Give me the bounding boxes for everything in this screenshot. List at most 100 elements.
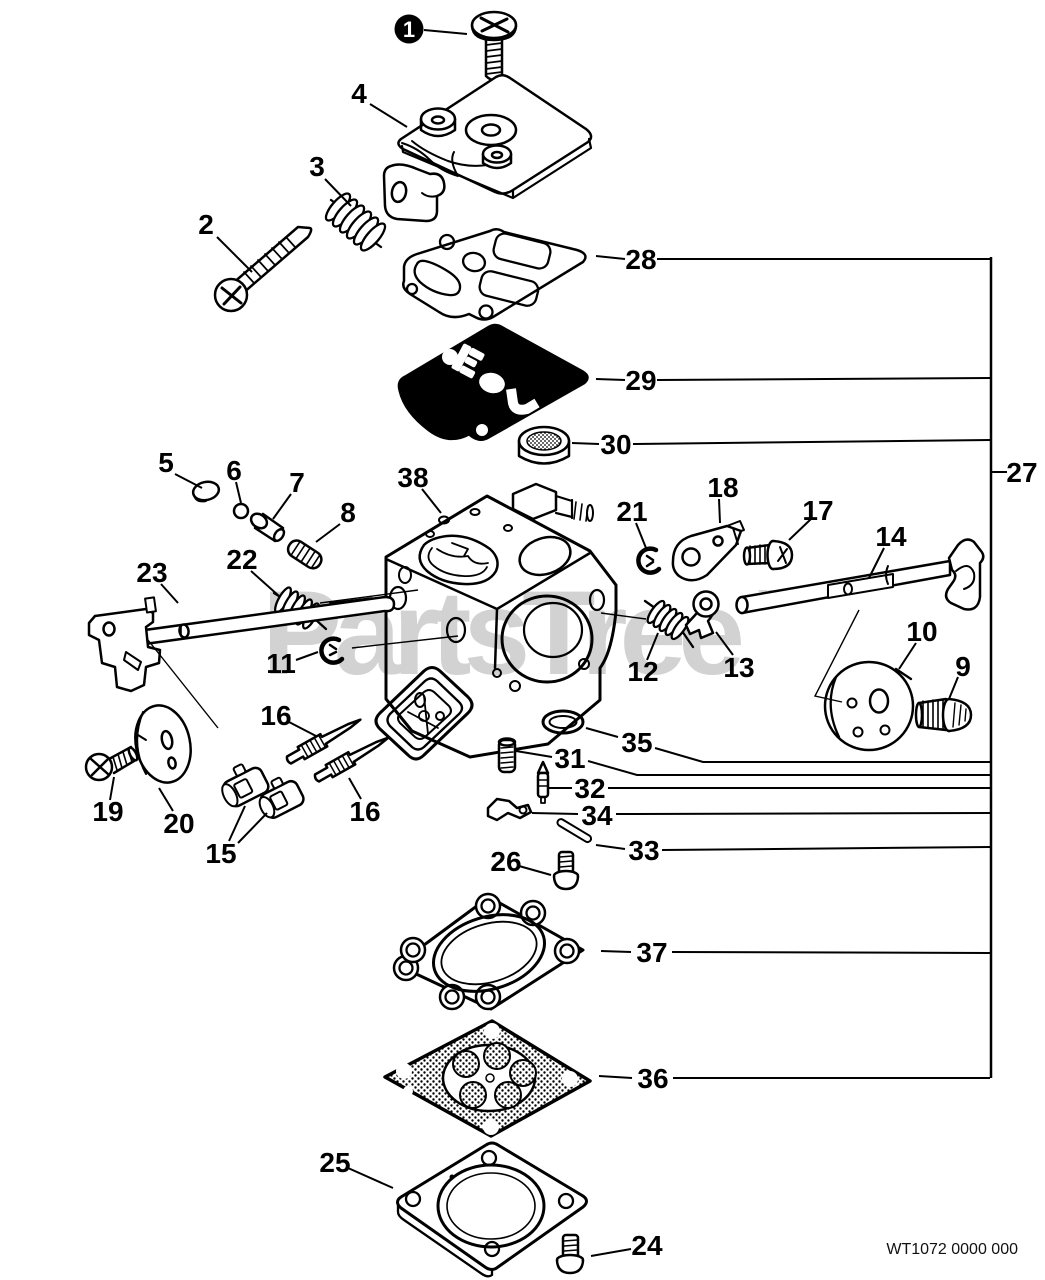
part-label-29: 29: [625, 365, 656, 396]
part-25-pump-cover-plate: [396, 1141, 588, 1278]
part-label-33: 33: [628, 835, 659, 866]
part-label-35: 35: [621, 727, 652, 758]
leader-line-1: [423, 29, 468, 35]
part-31-inlet-screen: [497, 737, 517, 774]
leader-line-24: [590, 1248, 632, 1257]
part-28-gasket: [402, 228, 587, 321]
part-34-metering-lever: [486, 797, 533, 822]
part-11-e-clip: [319, 636, 345, 665]
part-label-20: 20: [163, 808, 194, 839]
part-label-30: 30: [600, 429, 631, 460]
part-26-screw: [552, 850, 580, 891]
part-9-screw: [914, 697, 973, 733]
part-label-11: 11: [266, 648, 296, 679]
part-17-screw: [742, 539, 794, 571]
part-21-e-clip: [636, 546, 662, 575]
leader-line-18: [718, 498, 721, 524]
leader-line-13: [715, 631, 734, 656]
leader-line-3: [324, 178, 352, 207]
part-20-choke-plate: [134, 704, 192, 784]
leader-line-16a: [288, 721, 317, 737]
part-36-metering-diaphragm: [383, 1019, 592, 1138]
part-23-choke-shaft: [87, 595, 396, 693]
leader-line-9: [948, 676, 959, 700]
leader-line-23: [160, 583, 179, 604]
leader-line-15: [228, 805, 246, 842]
part-label-37: 37: [636, 937, 667, 968]
leader-line-35: [585, 727, 619, 738]
part-2-screw: [213, 225, 313, 313]
part-label-17: 17: [802, 495, 833, 526]
leader-line-8: [315, 523, 341, 543]
part-29-diaphragm: [397, 323, 589, 441]
part-label-27: 27: [1006, 457, 1037, 488]
part-18-cam-lever: [671, 520, 745, 582]
leader-line-29: [595, 378, 626, 381]
part-label-2: 2: [198, 209, 214, 240]
leader-line-7: [272, 493, 292, 520]
part-label-3: 3: [309, 151, 325, 182]
assembly-line: [351, 635, 459, 649]
leader-line-12: [646, 632, 659, 661]
part-13-lever: [684, 590, 720, 640]
leader-line-33: [661, 846, 991, 851]
part-33-pin: [556, 818, 593, 844]
part-label-32: 32: [574, 773, 605, 804]
part-label-8: 8: [340, 497, 356, 528]
leader-line-16b: [348, 777, 362, 800]
assembly-line: [147, 639, 219, 729]
leader-line-21: [635, 522, 647, 549]
part-label-7: 7: [289, 467, 305, 498]
part-label-16b: 16: [349, 796, 380, 827]
part-12-spring: [643, 599, 695, 649]
diagram-artwork: [84, 10, 985, 1278]
part-label-24: 24: [631, 1230, 663, 1261]
leader-line-20: [158, 787, 174, 812]
leader-line-14: [868, 547, 885, 579]
leader-line-33: [595, 844, 626, 850]
part-label-18: 18: [707, 472, 738, 503]
leader-line-37: [600, 950, 632, 953]
leader-line-28: [595, 255, 626, 260]
part-3-spring: [324, 192, 387, 252]
part-label-6: 6: [226, 455, 242, 486]
leader-line-17: [788, 518, 812, 541]
diagram-code: WT1072 0000 000: [886, 1241, 1018, 1258]
leader-line-5: [174, 473, 203, 489]
leader-line-10: [898, 642, 917, 670]
part-10-throttle-plate: [823, 660, 915, 752]
part-6-ball: [232, 502, 250, 520]
part-label-34: 34: [581, 800, 613, 831]
part-label-36: 36: [637, 1063, 668, 1094]
part-19-screw: [84, 745, 139, 782]
part-label-10: 10: [906, 616, 937, 647]
part-label-13: 13: [723, 652, 754, 683]
part-16-needle-high: [285, 718, 362, 765]
part-label-circle-1: [394, 14, 424, 44]
part-15-limiter-caps: [221, 763, 305, 819]
leader-line-11: [295, 651, 319, 661]
part-label-22: 22: [226, 544, 257, 575]
leader-line-15: [237, 812, 268, 844]
assembly-line: [813, 609, 860, 703]
part-label-9: 9: [955, 651, 971, 682]
leader-line-26: [518, 865, 552, 876]
leader-line-34: [615, 812, 991, 815]
part-label-19: 19: [92, 796, 123, 827]
part-label-5: 5: [158, 447, 174, 478]
part-label-25: 25: [319, 1147, 350, 1178]
part-label-26: 26: [490, 846, 521, 877]
part-8-screen-plug: [286, 539, 323, 570]
assembly-line: [319, 589, 419, 604]
part-4-pump-cover: [382, 74, 593, 223]
leader-line-29: [656, 377, 991, 381]
leader-line-35: [654, 747, 990, 763]
leader-line-22: [250, 570, 280, 597]
part-30-screen-disc: [517, 425, 571, 465]
leader-line-30: [632, 439, 991, 445]
part-24-screw: [555, 1233, 585, 1275]
part-label-14: 14: [875, 521, 907, 552]
part-16-needle-low: [313, 736, 390, 783]
